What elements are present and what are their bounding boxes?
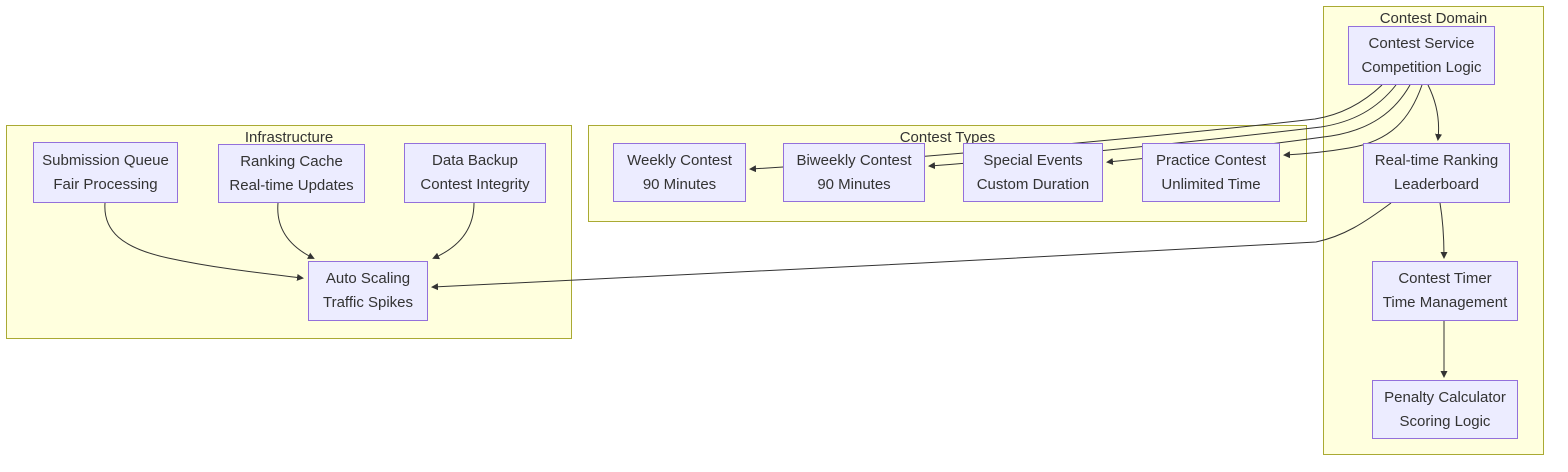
node-label-realtime-ranking-line2: Leaderboard [1393, 176, 1480, 193]
node-label-practice-contest-line2: Unlimited Time [1161, 175, 1261, 193]
node-label-penalty-calculator-line1: Penalty Calculator [1384, 388, 1506, 406]
node-label-auto-scaling-line1: Auto Scaling [325, 270, 411, 287]
node-label-auto-scaling-line2: Traffic Spikes [322, 294, 414, 311]
node-label-submission-queue-line2: Fair Processing [53, 175, 158, 193]
node-label-contest-service-line1: Contest Service [1368, 34, 1475, 52]
node-label-data-backup-line1: Data Backup [432, 152, 518, 169]
node-label-biweekly-contest-line2: 90 Minutes [817, 175, 891, 193]
node-label-ranking-cache-line1: Ranking Cache [240, 152, 343, 170]
node-label-practice-contest-line1: Practice Contest [1155, 151, 1267, 169]
node-label-special-events-line2: Custom Duration [976, 175, 1090, 193]
node-label-special-events-line1: Special Events [983, 151, 1083, 169]
node-label-submission-queue-line1: Submission Queue [42, 151, 169, 169]
cluster-label-contest-domain: Contest Domain [1379, 10, 1488, 27]
node-label-ranking-cache-line2: Real-time Updates [229, 176, 354, 194]
cluster-label-infrastructure: Infrastructure [244, 129, 334, 146]
node-biweekly-contest: Biweekly Contest 90 Minutes [783, 143, 925, 202]
node-label-data-backup-line2: Contest Integrity [420, 176, 530, 193]
node-label-contest-timer-line2: Time Management [1382, 294, 1508, 311]
node-label-contest-service-line2: Competition Logic [1361, 58, 1482, 76]
node-weekly-contest: Weekly Contest 90 Minutes [613, 143, 746, 202]
node-label-contest-timer-line1: Contest Timer [1398, 270, 1492, 287]
node-label-weekly-contest-line2: 90 Minutes [642, 175, 717, 193]
node-label-weekly-contest-line1: Weekly Contest [627, 151, 732, 169]
node-label-realtime-ranking-line1: Real-time Ranking [1374, 152, 1499, 169]
node-label-biweekly-contest-line1: Biweekly Contest [796, 151, 912, 169]
node-label-penalty-calculator-line2: Scoring Logic [1399, 412, 1491, 430]
